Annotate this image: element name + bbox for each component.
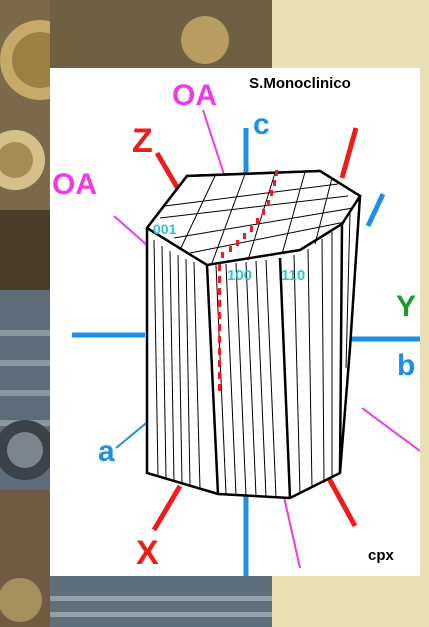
label-face-100: 100	[227, 267, 252, 284]
crystal-prism	[145, 169, 362, 500]
label-axis-b: b	[397, 349, 415, 382]
background-beige-right	[420, 68, 429, 576]
edge-left-front	[205, 264, 220, 495]
label-axis-y: Y	[396, 290, 416, 323]
label-axis-c: c	[253, 108, 270, 141]
axis-red-upper-right	[339, 127, 359, 179]
label-axis-x: X	[136, 534, 159, 572]
label-face-110: 110	[281, 267, 305, 284]
face-hatching	[153, 212, 351, 498]
optic-axis-right-line	[361, 407, 420, 452]
edge-right-front	[338, 223, 344, 474]
optic-axis-bottom-line	[281, 487, 301, 569]
label-oa-top: OA	[172, 79, 217, 112]
axis-x-line-bottom	[151, 484, 183, 532]
label-axis-z: Z	[132, 122, 153, 160]
label-oa-left: OA	[52, 168, 97, 201]
face-001-top	[145, 169, 362, 267]
footer-label: cpx	[368, 547, 395, 564]
axis-red-lower-right	[323, 471, 358, 528]
background-beige-top	[272, 0, 429, 68]
edge-center-front	[278, 257, 292, 499]
label-axis-a: a	[98, 435, 115, 468]
top-face-grid	[159, 171, 354, 264]
axis-blue-upper-right	[365, 192, 386, 228]
label-face-001: 001	[153, 221, 177, 237]
diagram-title: S.Monoclinico	[249, 75, 351, 92]
crystal-diagram: S.Monoclinico OA c Z OA 001 100 110 Y b …	[52, 75, 420, 576]
background-beige-bottom	[272, 576, 429, 627]
dotted-axis-line	[218, 170, 278, 391]
